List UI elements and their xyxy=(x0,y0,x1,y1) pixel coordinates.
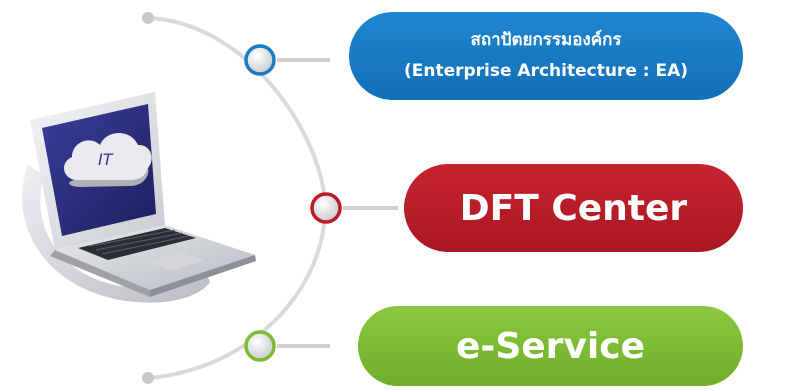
laptop-base xyxy=(55,225,255,290)
arc-line xyxy=(147,16,328,380)
ea-pill-button[interactable]: สถาปัตยกรรมองค์กร (Enterprise Architectu… xyxy=(349,12,743,100)
laptop-illustration xyxy=(22,92,256,303)
touchpad xyxy=(148,252,204,271)
arc-end-dot xyxy=(142,372,154,384)
e-service-label: e-Service xyxy=(455,325,646,367)
cloud-icon xyxy=(64,132,152,187)
node-eservice xyxy=(244,330,276,362)
e-service-pill-button[interactable]: e-Service xyxy=(358,306,743,386)
laptop-screen-label: IT xyxy=(98,150,113,169)
laptop-ring xyxy=(22,165,211,303)
arc-start-dot xyxy=(142,12,154,24)
node-ea xyxy=(244,44,276,76)
dft-center-pill-button[interactable]: DFT Center xyxy=(404,164,743,252)
dft-center-label: DFT Center xyxy=(459,187,688,229)
ea-title-thai: สถาปัตยกรรมองค์กร xyxy=(470,30,622,50)
node-dft xyxy=(310,192,342,224)
ea-title-english: (Enterprise Architecture : EA) xyxy=(403,61,689,81)
